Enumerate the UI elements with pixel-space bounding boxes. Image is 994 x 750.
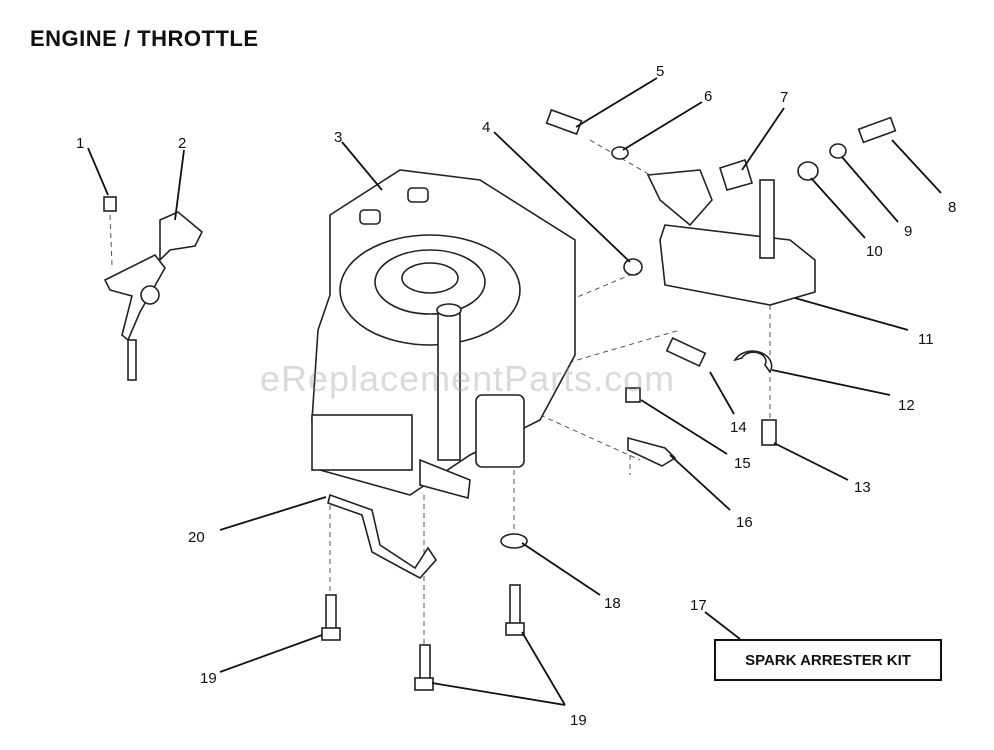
callout-10: 10 bbox=[866, 243, 883, 260]
callout-7: 7 bbox=[780, 89, 788, 106]
linkage-20 bbox=[327, 493, 438, 580]
callout-9: 9 bbox=[904, 223, 912, 240]
callout-20: 20 bbox=[188, 529, 205, 546]
callout-8: 8 bbox=[948, 199, 956, 216]
engine-block bbox=[311, 169, 576, 500]
watermark-text: eReplacementParts.com bbox=[260, 358, 676, 399]
callout-labels: 1 2 3 4 5 6 7 8 9 10 11 12 13 14 15 16 1… bbox=[76, 63, 956, 729]
callout-6: 6 bbox=[704, 88, 712, 105]
callout-13: 13 bbox=[854, 479, 871, 496]
throttle-lever-2 bbox=[159, 211, 203, 262]
bolt-14 bbox=[665, 336, 707, 368]
bolt-19c-shaft bbox=[509, 584, 521, 626]
nut-4 bbox=[623, 258, 643, 276]
screw-13 bbox=[761, 419, 777, 446]
throttle-bolt bbox=[127, 339, 137, 381]
bolt-19b-shaft bbox=[419, 644, 431, 681]
callout-1: 1 bbox=[76, 135, 84, 152]
callout-3: 3 bbox=[334, 129, 342, 146]
screw-1-part bbox=[103, 196, 117, 212]
washer-18 bbox=[500, 533, 528, 549]
clamp-12 bbox=[733, 350, 773, 374]
muffler-11 bbox=[659, 224, 816, 306]
nut-15 bbox=[625, 387, 641, 403]
exhaust-pipe bbox=[646, 169, 713, 227]
callout-16: 16 bbox=[736, 514, 753, 531]
washer-10 bbox=[797, 161, 819, 181]
callout-2: 2 bbox=[178, 135, 186, 152]
washer-9 bbox=[829, 143, 847, 159]
callout-4: 4 bbox=[482, 119, 490, 136]
bolt-5 bbox=[545, 108, 583, 136]
bolt-8 bbox=[857, 116, 897, 144]
callout-12: 12 bbox=[898, 397, 915, 414]
muffler-assembly bbox=[545, 108, 897, 306]
callout-5: 5 bbox=[656, 63, 664, 80]
bolt-19a-shaft bbox=[325, 594, 337, 631]
callout-19-bottom: 19 bbox=[570, 712, 587, 729]
spark-arrester-kit-box: SPARK ARRESTER KIT bbox=[714, 639, 942, 681]
clip-16 bbox=[627, 436, 677, 467]
gasket-7 bbox=[718, 158, 754, 191]
mounting-hardware bbox=[321, 493, 528, 691]
callout-19-left: 19 bbox=[200, 670, 217, 687]
callout-14: 14 bbox=[730, 419, 747, 436]
callout-11: 11 bbox=[918, 331, 934, 348]
callout-18: 18 bbox=[604, 595, 621, 612]
leader-lines bbox=[87, 77, 942, 706]
spark-arrester-parts bbox=[625, 336, 777, 467]
diagram-title: ENGINE / THROTTLE bbox=[30, 26, 259, 51]
oil-filter bbox=[475, 394, 525, 468]
muffler-bracket bbox=[759, 179, 775, 259]
callout-17: 17 bbox=[690, 597, 707, 614]
throttle-control-assembly bbox=[103, 196, 203, 381]
callout-15: 15 bbox=[734, 455, 751, 472]
